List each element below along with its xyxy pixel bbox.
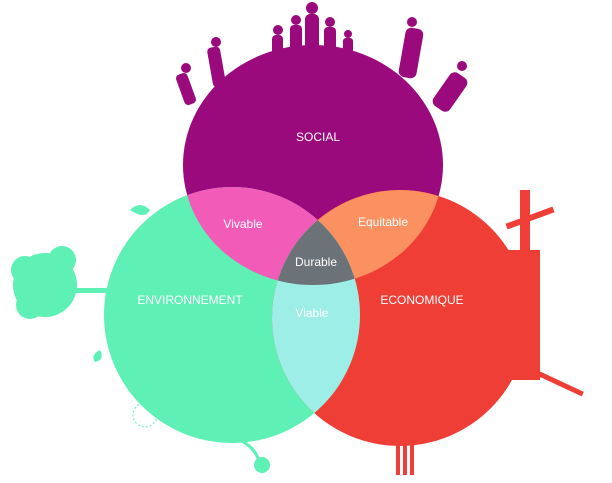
economic-label: ECONOMIQUE (380, 293, 464, 307)
environment-label: ENVIRONNEMENT (137, 293, 243, 307)
durable-region (272, 190, 360, 285)
social-label: SOCIAL (295, 130, 341, 144)
viable-label: Viable (295, 306, 329, 320)
durable-label: Durable (294, 255, 338, 269)
equitable-label: Equitable (357, 215, 409, 229)
tree-silhouettes (11, 205, 270, 473)
vivable-label: Vivable (223, 217, 263, 231)
